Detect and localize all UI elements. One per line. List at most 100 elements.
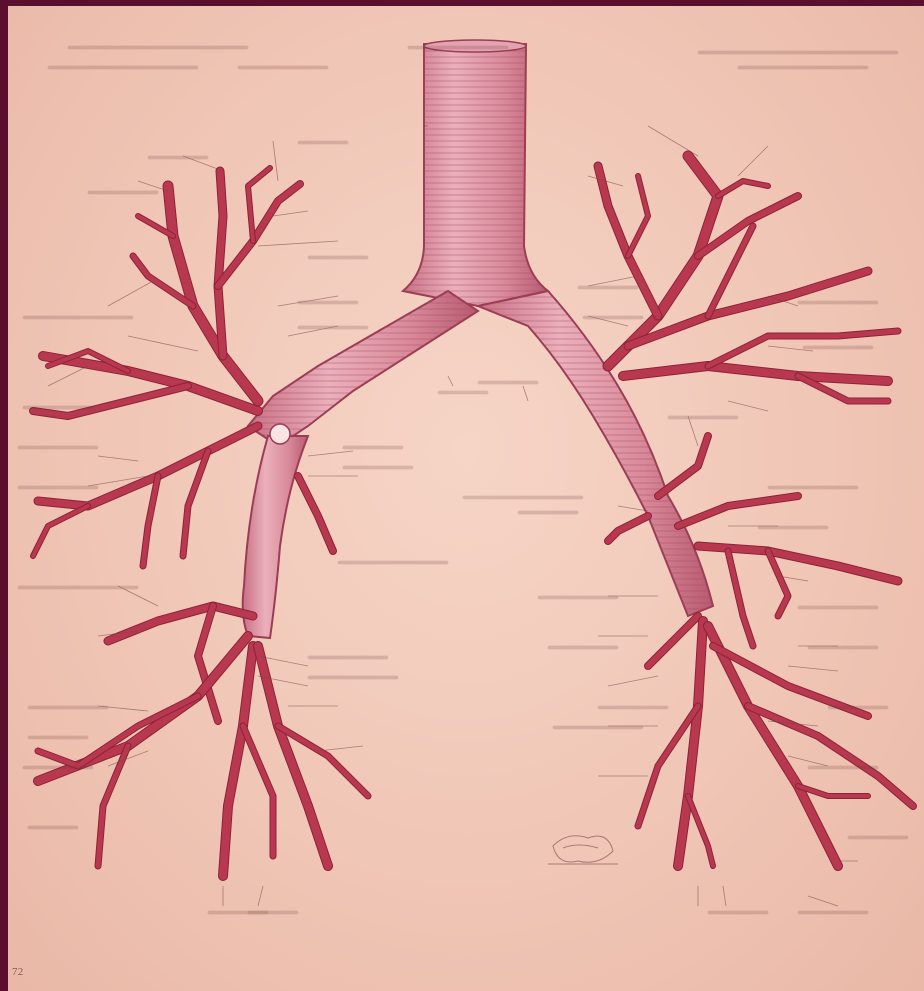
illegible-annotation: [48, 66, 198, 69]
branch-outline: [628, 176, 648, 256]
leader-line: [448, 376, 453, 386]
illegible-annotation: [463, 496, 583, 499]
branch: [688, 796, 713, 866]
branch: [183, 451, 208, 556]
illegible-annotation: [828, 706, 888, 709]
illegible-annotation: [28, 706, 108, 709]
illegible-annotation: [808, 766, 878, 769]
left-main-bronchus: [243, 291, 478, 638]
leader-line: [808, 896, 838, 906]
illegible-annotation: [68, 46, 248, 49]
leader-line: [788, 666, 838, 671]
illegible-annotation: [248, 911, 298, 914]
illegible-annotation: [598, 706, 668, 709]
illegible-annotation: [708, 911, 768, 914]
branch: [623, 366, 888, 381]
corner-mark: 72: [12, 966, 23, 978]
illegible-annotation: [28, 736, 88, 739]
illegible-annotation: [583, 316, 643, 319]
illegible-annotation: [28, 826, 78, 829]
leader-line: [258, 886, 263, 906]
anatomy-plate: 72: [8, 6, 924, 991]
illegible-annotation: [478, 381, 538, 384]
small-sketch: [548, 836, 618, 864]
branch: [108, 606, 253, 641]
illegible-annotation: [553, 726, 643, 729]
right-main-bronchus: [478, 291, 713, 616]
branch: [678, 496, 798, 526]
illegible-annotation: [848, 836, 908, 839]
leader-line: [648, 126, 698, 156]
leader-line: [128, 336, 198, 351]
branch: [598, 166, 658, 316]
illegible-annotation: [23, 316, 133, 319]
illegible-annotation: [518, 511, 578, 514]
illegible-annotation: [23, 766, 93, 769]
branch: [648, 616, 698, 666]
illegible-annotation: [18, 446, 98, 449]
illegible-annotation: [343, 466, 413, 469]
branch: [168, 186, 258, 401]
illegible-annotation: [298, 326, 368, 329]
branch: [768, 551, 788, 616]
bronchial-tree-illustration: [8, 6, 924, 991]
leader-line: [728, 401, 768, 411]
illegible-annotation: [768, 486, 858, 489]
branch: [708, 626, 838, 866]
branch: [298, 476, 333, 551]
illegible-annotation: [18, 486, 98, 489]
leader-line: [98, 456, 138, 461]
illegible-annotation: [88, 191, 158, 194]
branch: [748, 706, 913, 806]
illegible-annotation: [668, 416, 738, 419]
leader-line: [108, 281, 153, 306]
illegible-annotation: [538, 596, 618, 599]
leader-line: [308, 451, 353, 456]
illegible-annotation: [738, 66, 868, 69]
leader-line: [723, 886, 726, 906]
illegible-annotation: [148, 156, 208, 159]
branch: [658, 436, 708, 496]
branch: [608, 516, 648, 541]
branch-outline: [748, 706, 913, 806]
illegible-annotation: [338, 561, 448, 564]
illegible-annotation: [438, 391, 488, 394]
leader-line: [273, 141, 278, 181]
branch: [728, 551, 753, 646]
branch: [798, 786, 868, 796]
branch: [33, 386, 188, 416]
illegible-annotation: [578, 286, 638, 289]
illegible-annotation: [298, 141, 348, 144]
illegible-annotation: [798, 911, 868, 914]
leader-line: [523, 386, 528, 401]
branch-outline: [33, 506, 88, 556]
trachea: [403, 40, 548, 306]
leader-line: [688, 416, 698, 446]
illegible-annotation: [23, 406, 93, 409]
leader-line: [318, 746, 363, 751]
illegible-annotation: [343, 446, 403, 449]
branch-outline: [168, 186, 258, 401]
illegible-annotation: [803, 346, 873, 349]
leader-line: [608, 676, 658, 686]
branch: [243, 726, 273, 856]
illegible-annotation: [298, 301, 358, 304]
branch: [218, 184, 300, 286]
branch: [198, 606, 218, 721]
illegible-annotation: [238, 66, 328, 69]
illegible-annotation: [308, 256, 368, 259]
illegible-annotation: [798, 301, 878, 304]
leader-line: [273, 211, 308, 216]
leader-line: [258, 241, 338, 246]
illegible-annotation: [408, 46, 508, 49]
illegible-annotation: [698, 51, 898, 54]
leader-line: [588, 276, 638, 286]
illegible-annotation: [808, 646, 878, 649]
branch: [143, 476, 158, 566]
leader-line: [48, 366, 88, 386]
branch: [223, 646, 253, 876]
illegible-annotation: [548, 646, 618, 649]
leader-line: [738, 146, 768, 176]
branch-outline: [38, 426, 258, 506]
illegible-annotation: [798, 606, 878, 609]
